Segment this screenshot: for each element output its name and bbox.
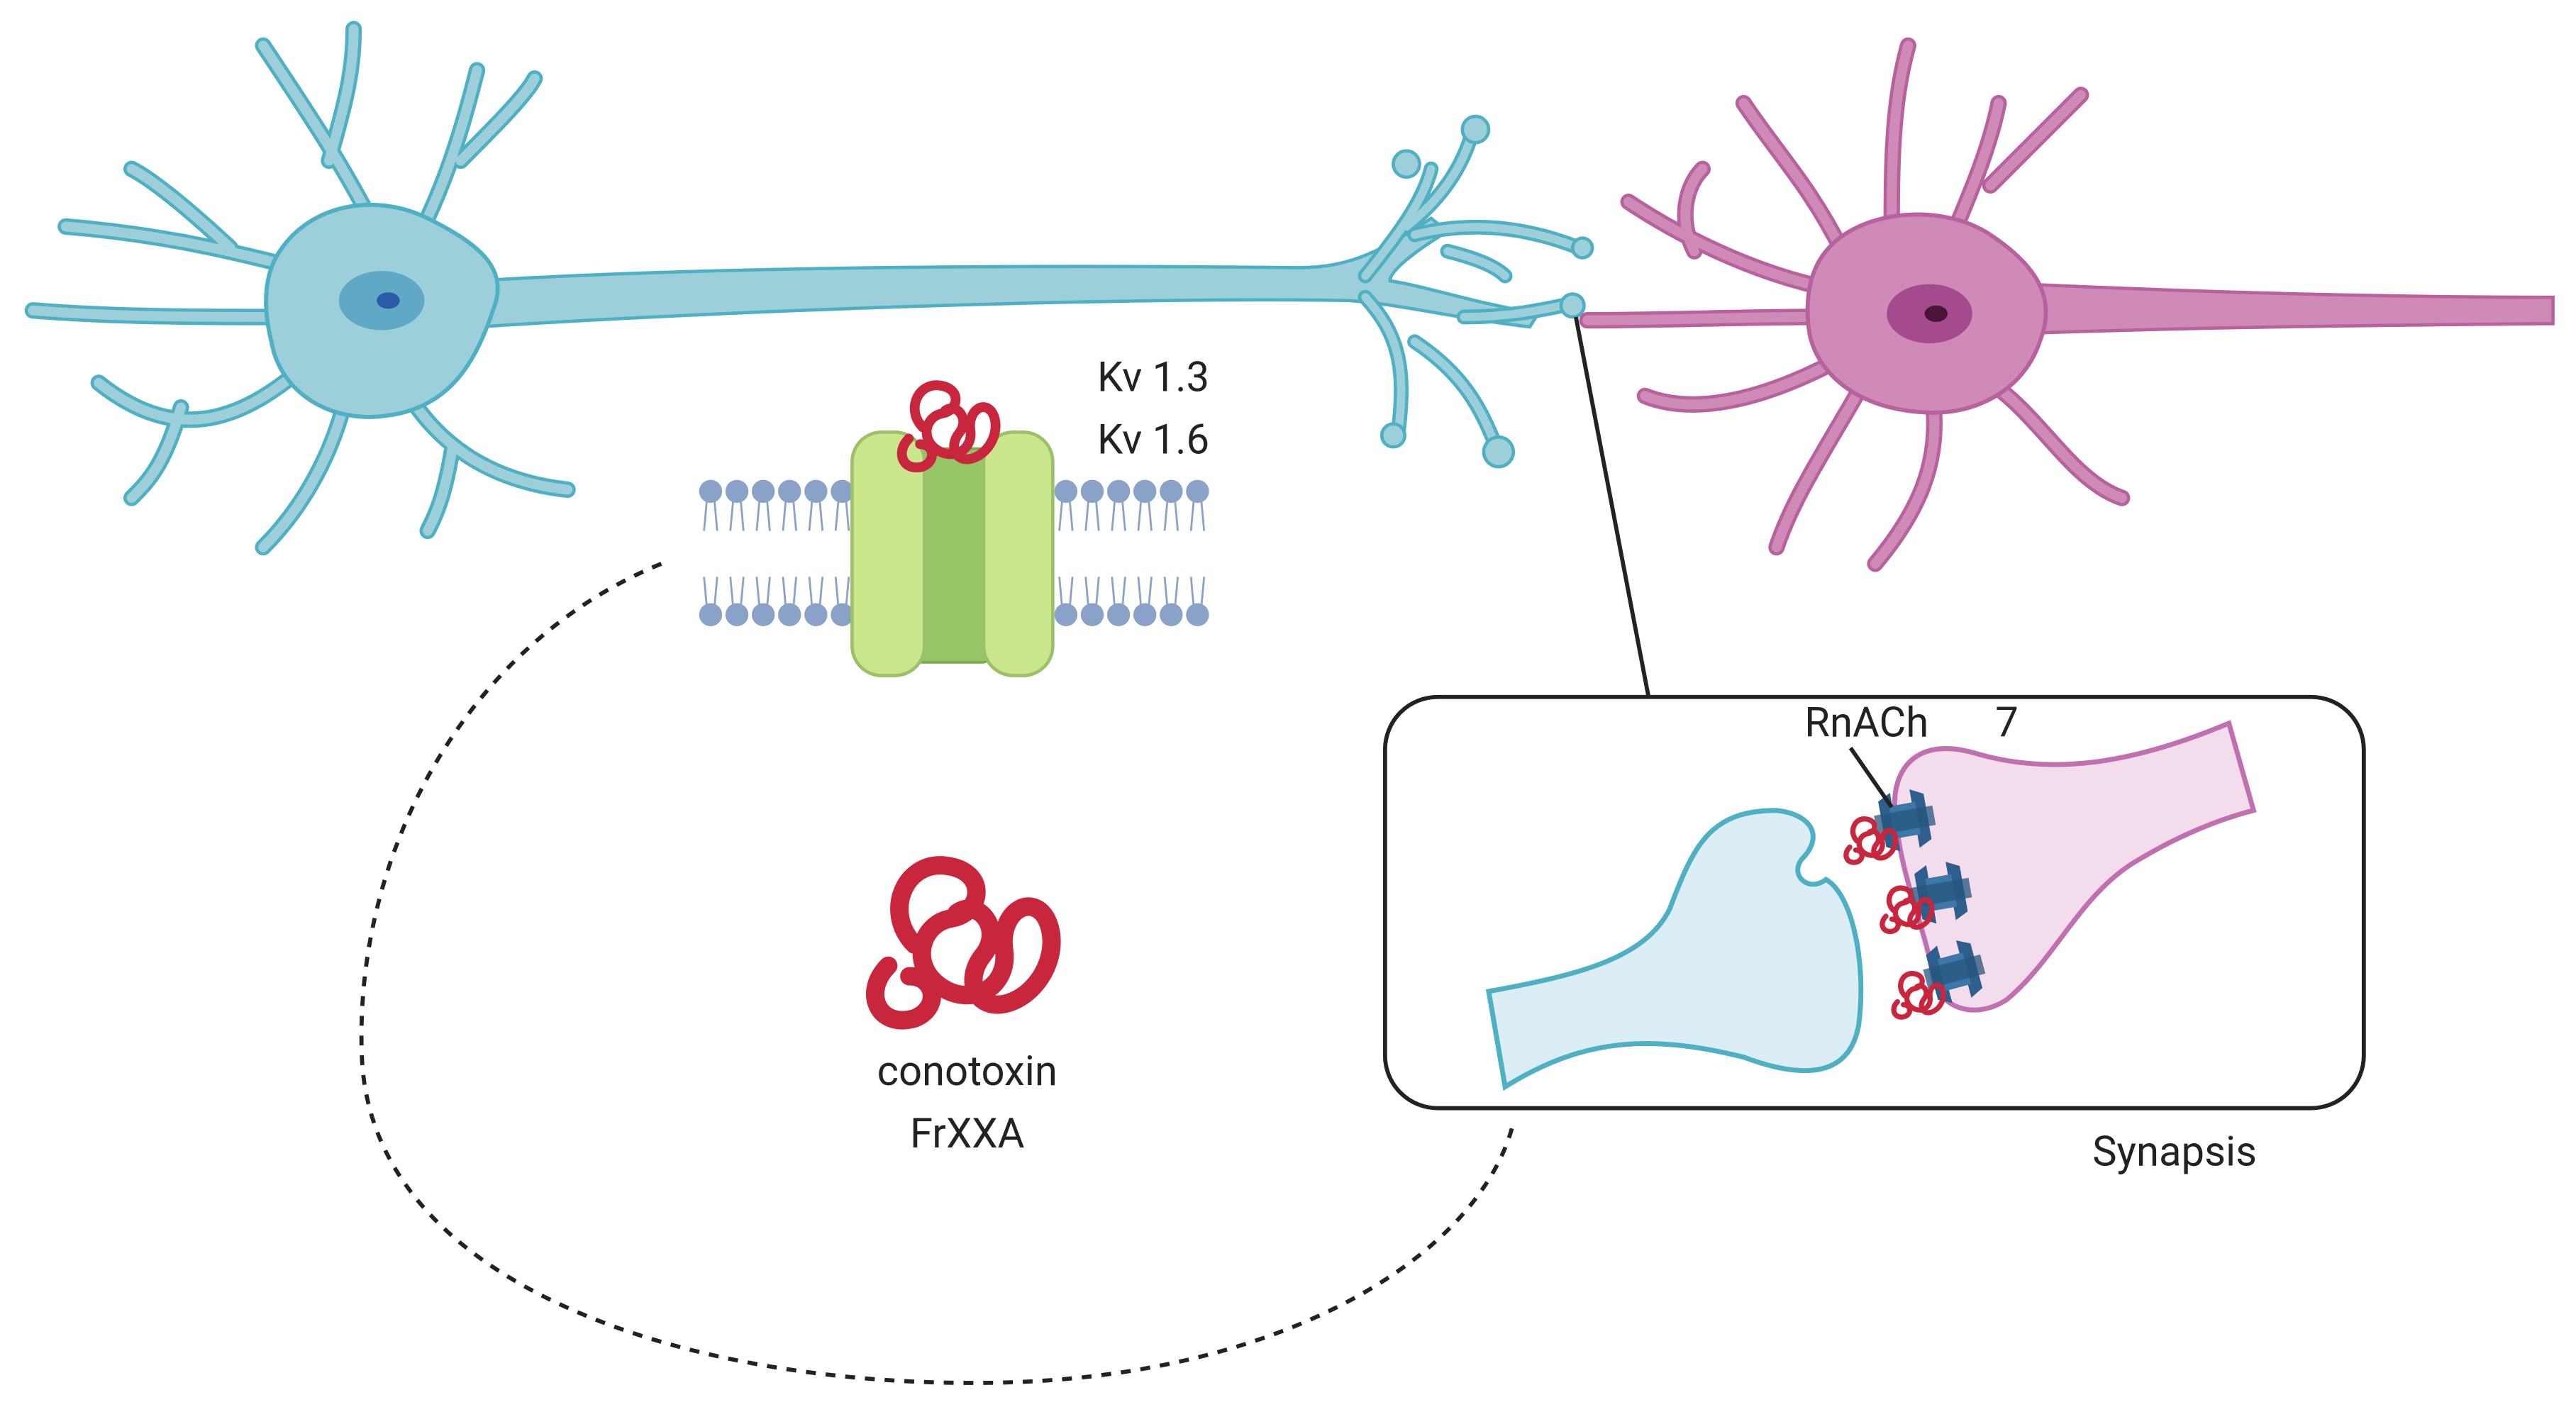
label-kv16: Kv 1.6 bbox=[1097, 416, 1209, 464]
nucleolus-blue bbox=[377, 292, 400, 309]
axon-pink bbox=[2021, 282, 2555, 335]
label-kv13: Kv 1.3 bbox=[1097, 353, 1209, 401]
presynaptic-terminal bbox=[1485, 808, 1864, 1091]
callout-line bbox=[1574, 316, 1650, 696]
label-synapsis: Synapsis bbox=[2092, 1128, 2257, 1177]
lipid-bilayer bbox=[699, 479, 1209, 627]
label-conotoxin: conotoxin bbox=[877, 1047, 1057, 1096]
nucleolus-pink bbox=[1924, 305, 1948, 322]
dotted-loop bbox=[359, 562, 1516, 1385]
kv-channel bbox=[850, 430, 1055, 677]
presynaptic-neuron bbox=[24, 21, 1594, 556]
axon bbox=[475, 216, 1541, 329]
label-receptor-subtype: 7 bbox=[1995, 699, 2019, 747]
label-frxxa: FrXXA bbox=[910, 1110, 1025, 1158]
synapse-inset: RnACh 7 bbox=[1382, 694, 2366, 1111]
kv-channel-membrane bbox=[699, 385, 1209, 677]
conotoxin-icon bbox=[875, 865, 1052, 1020]
label-receptor: RnACh bbox=[1804, 699, 1928, 747]
receptor-pointer bbox=[1848, 746, 1894, 808]
postsynaptic-neuron bbox=[1579, 37, 2555, 572]
